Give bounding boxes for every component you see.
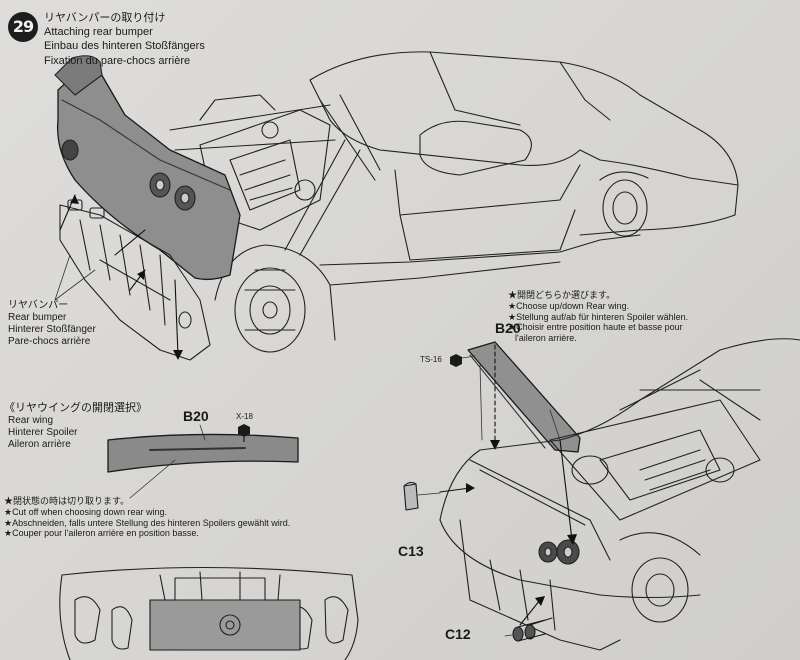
part-b20-left: B20 [183,408,209,424]
screw-icon [238,424,250,442]
screw-icon [450,354,462,367]
cut-note-de: ★Abschneiden, falls untere Stellung des … [4,517,291,528]
step-title-block: リヤバンパーの取り付け Attaching rear bumper Einbau… [44,12,205,69]
part-b20-right: B20 [495,320,521,336]
choose-note-en: ★Choose up/down Rear wing. [508,300,630,311]
choose-note-jp: ★開閉どちらか選びます。 [508,290,616,300]
choose-note: ★開閉どちらか選びます。 ★Choose up/down Rear wing. … [508,290,688,344]
screw-x18-label: X-18 [236,412,253,421]
wing-select-de: Hinterer Spoiler [8,427,78,439]
step-title-de: Einbau des hinteren Stoßfängers [44,40,205,53]
screw-ts16-label: TS-16 [420,355,442,364]
bumper-label-jp: リヤバンパー [8,300,69,311]
cut-note: ★閉状態の時は切り取ります。 ★Cut off when choosing do… [4,496,290,539]
bumper-label-en: Rear bumper [8,312,67,323]
choose-note-de: ★Stellung auf/ab für hinteren Spoiler wä… [508,311,689,322]
cut-note-jp: ★閉状態の時は切り取ります。 [4,496,130,506]
wing-mount-drawing [439,338,800,651]
wing-select-label: 《リヤウイングの開閉選択》 Rear wing Hinterer Spoiler… [4,402,147,451]
choose-note-fr2: l'aileron arrière. [515,333,577,344]
step-title-jp: リヤバンパーの取り付け [44,12,166,24]
wing-select-fr: Aileron arrière [8,439,71,451]
choose-note-fr1: ★Choisir entre position haute et basse p… [508,322,683,333]
step-title-en: Attaching rear bumper [44,26,153,39]
step-number-badge: 29 [8,12,38,42]
cut-note-en: ★Cut off when choosing down rear wing. [4,506,167,517]
bumper-label-fr: Pare-chocs arrière [8,336,91,347]
part-c13: C13 [398,543,424,559]
rear-wing-part [107,424,299,499]
part-c12: C12 [445,626,471,642]
bumper-bottom-drawing [59,566,359,660]
wing-select-en: Rear wing [8,415,54,427]
bumper-label-de: Hinterer Stoßfänger [8,324,96,335]
rear-bumper-label: リヤバンパー Rear bumper Hinterer Stoßfänger P… [8,300,96,348]
cut-note-fr: ★Couper pour l'aileron arrière en positi… [4,528,199,539]
main-car-drawing [54,51,739,361]
wing-select-jp: 《リヤウイングの開閉選択》 [4,402,147,414]
step-title-fr: Fixation du pare-chocs arrière [44,54,191,67]
